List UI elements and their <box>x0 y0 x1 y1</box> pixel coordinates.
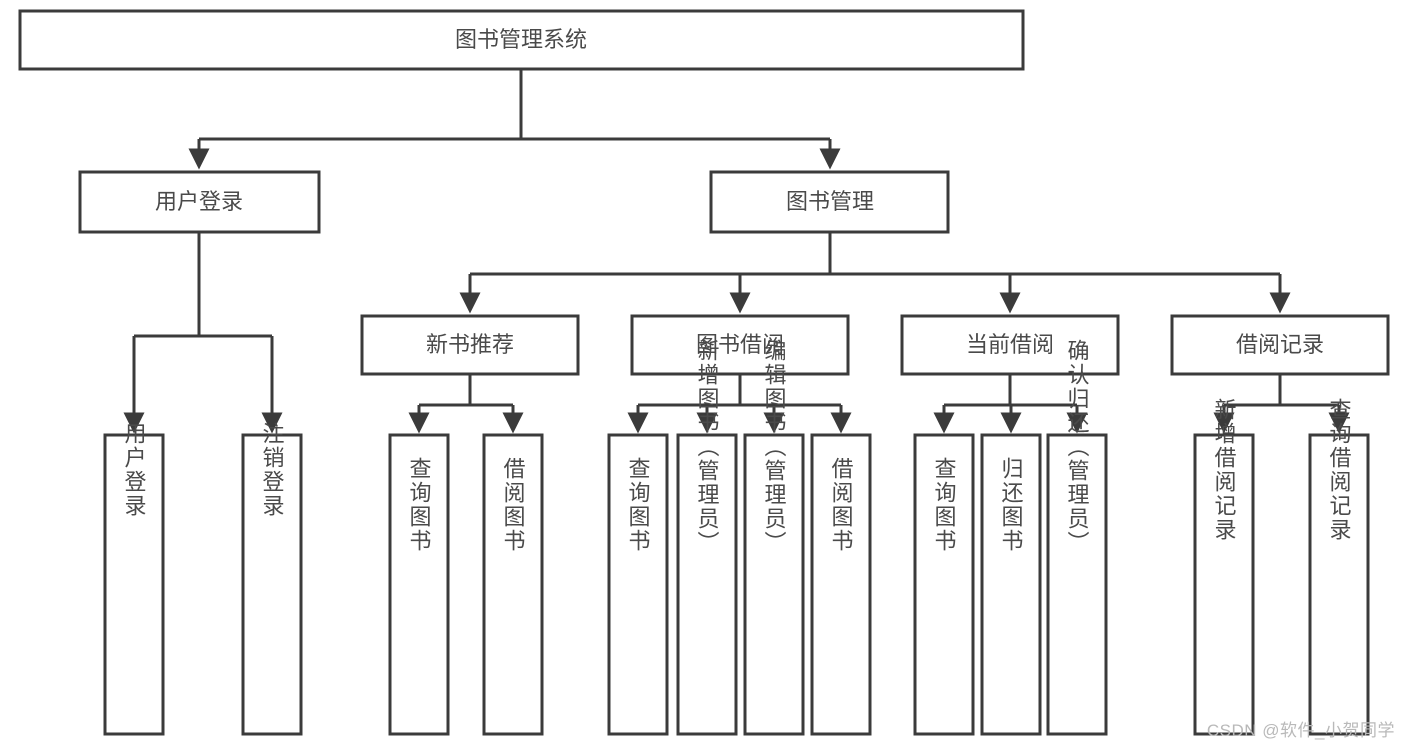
node-leaf-query-book-2-label: 查询图书 <box>626 457 651 553</box>
node-leaf-logout-login[interactable]: 注销登录 <box>241 422 303 736</box>
node-leaf-edit-book[interactable]: 编辑图书（管理员） <box>743 339 805 736</box>
node-leaf-query-book-1-box[interactable] <box>388 433 450 736</box>
node-leaf-borrow-book-2-label: 借阅图书 <box>829 457 854 553</box>
node-borrow-record-label: 借阅记录 <box>1236 332 1324 357</box>
node-user-login-label: 用户登录 <box>155 189 243 214</box>
node-leaf-query-record-box[interactable] <box>1308 433 1370 736</box>
node-root-label: 图书管理系统 <box>455 27 587 52</box>
node-leaf-add-record-box[interactable] <box>1193 433 1255 736</box>
connector-group-book-borrow <box>627 374 852 434</box>
node-leaf-add-record-label: 新增借阅记录 <box>1212 398 1237 542</box>
node-leaf-add-book-label: 新增图书（管理员） <box>695 339 720 555</box>
node-leaf-confirm-return-box[interactable] <box>1046 433 1108 736</box>
node-new-book-recommend[interactable]: 新书推荐 <box>360 314 580 376</box>
node-user-login[interactable]: 用户登录 <box>78 170 321 234</box>
node-leaf-add-book-box[interactable] <box>676 433 738 736</box>
connector-group-book-manage <box>459 232 1291 314</box>
node-leaf-return-book-label: 归还图书 <box>999 457 1024 553</box>
node-root[interactable]: 图书管理系统 <box>18 9 1025 71</box>
node-leaf-confirm-return[interactable]: 确认归还（管理员） <box>1046 339 1108 736</box>
node-book-manage-label: 图书管理 <box>786 189 874 214</box>
node-leaf-user-login-box[interactable] <box>103 433 165 736</box>
node-leaf-logout-login-label: 注销登录 <box>260 422 285 518</box>
node-leaf-return-book-box[interactable] <box>980 433 1042 736</box>
node-leaf-query-book-2-box[interactable] <box>607 433 669 736</box>
node-new-book-recommend-label: 新书推荐 <box>426 332 514 357</box>
connector-group-user-login <box>123 232 283 434</box>
node-leaf-query-book-3-label: 查询图书 <box>932 457 957 553</box>
node-leaf-query-book-2[interactable]: 查询图书 <box>607 433 669 736</box>
node-leaf-query-book-3-box[interactable] <box>913 433 975 736</box>
node-book-borrow-box[interactable] <box>630 314 850 376</box>
node-leaf-confirm-return-label: 确认归还（管理员） <box>1065 339 1090 555</box>
node-leaf-query-book-3[interactable]: 查询图书 <box>913 433 975 736</box>
node-book-manage-box[interactable] <box>709 170 950 234</box>
node-book-borrow[interactable]: 图书借阅 <box>630 314 850 376</box>
node-leaf-edit-book-label: 编辑图书（管理员） <box>762 339 787 555</box>
node-leaf-add-book[interactable]: 新增图书（管理员） <box>676 339 738 736</box>
connector-group-root <box>188 70 841 170</box>
node-current-borrow-box[interactable] <box>900 314 1120 376</box>
csdn-watermark: CSDN @软件_小贺同学 <box>1206 721 1395 740</box>
node-leaf-borrow-book-2[interactable]: 借阅图书 <box>810 433 872 736</box>
node-leaf-borrow-book-1[interactable]: 借阅图书 <box>482 433 544 736</box>
node-leaf-borrow-book-1-label: 借阅图书 <box>501 457 526 553</box>
node-leaf-borrow-book-1-box[interactable] <box>482 433 544 736</box>
node-leaf-query-book-1[interactable]: 查询图书 <box>388 433 450 736</box>
node-leaf-query-record[interactable]: 查询借阅记录 <box>1308 398 1370 736</box>
node-borrow-record[interactable]: 借阅记录 <box>1170 314 1390 376</box>
node-leaf-user-login-label: 用户登录 <box>122 422 147 518</box>
node-leaf-borrow-book-2-box[interactable] <box>810 433 872 736</box>
node-user-login-box[interactable] <box>78 170 321 234</box>
node-current-borrow[interactable]: 当前借阅 <box>900 314 1120 376</box>
node-leaf-query-book-1-label: 查询图书 <box>407 457 432 553</box>
node-new-book-recommend-box[interactable] <box>360 314 580 376</box>
node-borrow-record-box[interactable] <box>1170 314 1390 376</box>
node-root-box[interactable] <box>18 9 1025 71</box>
node-leaf-logout-login-box[interactable] <box>241 433 303 736</box>
node-current-borrow-label: 当前借阅 <box>966 332 1054 357</box>
node-leaf-add-record[interactable]: 新增借阅记录 <box>1193 398 1255 736</box>
node-leaf-return-book[interactable]: 归还图书 <box>980 433 1042 736</box>
node-book-borrow-label: 图书借阅 <box>696 332 784 357</box>
connector-group-new-book-recommend <box>408 374 524 434</box>
node-book-manage[interactable]: 图书管理 <box>709 170 950 234</box>
node-leaf-edit-book-box[interactable] <box>743 433 805 736</box>
node-leaf-user-login[interactable]: 用户登录 <box>103 422 165 736</box>
connector-group-current-borrow <box>933 374 1088 434</box>
connector-group-borrow-record <box>1213 374 1350 434</box>
node-leaf-query-record-label: 查询借阅记录 <box>1327 398 1352 542</box>
